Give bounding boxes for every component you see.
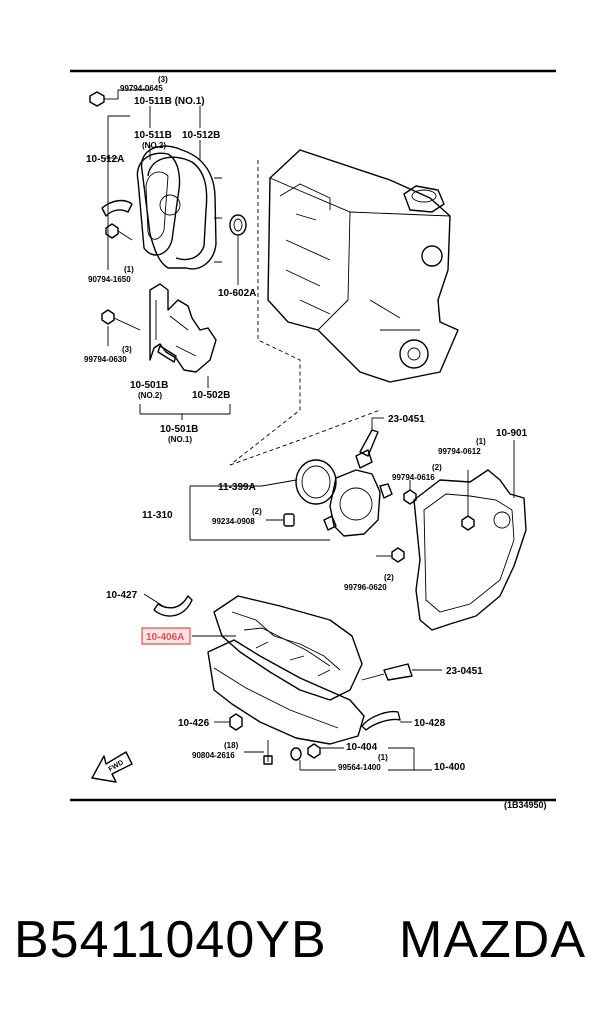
label-99794-0612-qty: (1) bbox=[476, 437, 486, 446]
label-10-501B-no1-sub: (NO.1) bbox=[168, 435, 192, 444]
label-10-602A: 10-602A bbox=[218, 288, 256, 299]
label-99234-0908-qty: (2) bbox=[252, 507, 262, 516]
label-10-512B: 10-512B bbox=[182, 130, 220, 141]
label-99794-0645-qty: (3) bbox=[158, 75, 168, 84]
label-10-502B: 10-502B bbox=[192, 390, 230, 401]
reference-number: (1B34950) bbox=[504, 800, 547, 810]
engine-block bbox=[229, 149, 459, 466]
label-99234-0908: 99234-0908 bbox=[212, 517, 255, 526]
label-99794-0616: 99794-0616 bbox=[392, 473, 435, 482]
label-10-501B-no2-sub: (NO.2) bbox=[138, 391, 162, 400]
label-23-0451-top: 23-0451 bbox=[388, 414, 425, 425]
label-10-511B: 10-511B bbox=[134, 130, 172, 141]
highlight-10-406A bbox=[141, 627, 191, 645]
label-99794-0612: 99794-0612 bbox=[438, 447, 481, 456]
label-99794-0630: 99794-0630 bbox=[84, 355, 127, 364]
label-10-501B-no1: 10-501B bbox=[160, 424, 198, 435]
label-10-511B-no1: 10-511B (NO.1) bbox=[134, 96, 205, 107]
label-10-512A: 10-512A bbox=[86, 154, 124, 165]
label-99796-0620-qty: (2) bbox=[384, 573, 394, 582]
label-10-406A: 10-406A bbox=[146, 632, 184, 643]
label-90794-1650-qty: (1) bbox=[124, 265, 134, 274]
fwd-arrow-icon: FWD bbox=[91, 751, 133, 783]
label-10-428: 10-428 bbox=[414, 718, 446, 729]
oil-pan-group bbox=[143, 593, 442, 771]
end-plate bbox=[413, 440, 527, 631]
label-99796-0620: 99796-0620 bbox=[344, 583, 387, 592]
label-11-399A: 11-399A bbox=[218, 482, 256, 493]
footer-caption: B5411040YB MAZDA bbox=[0, 905, 600, 975]
label-90804-2616-qty: (18) bbox=[224, 741, 239, 750]
label-10-501B-no2: 10-501B bbox=[130, 380, 168, 391]
label-99564-1400: 99564-1400 bbox=[338, 763, 381, 772]
rear-seal-group bbox=[189, 409, 417, 563]
brand-name: MAZDA bbox=[399, 911, 586, 969]
label-10-901: 10-901 bbox=[496, 428, 528, 439]
label-11-310: 11-310 bbox=[142, 510, 173, 521]
part-labels: (3) 99794-0645 10-511B (NO.1) 10-511B (N… bbox=[84, 75, 547, 810]
label-10-426: 10-426 bbox=[178, 718, 210, 729]
part-number: B5411040YB bbox=[14, 911, 327, 969]
label-23-0451: 23-0451 bbox=[446, 666, 483, 677]
label-99794-0616-qty: (2) bbox=[432, 463, 442, 472]
label-99564-1400-qty: (1) bbox=[378, 753, 388, 762]
label-99794-0645: 99794-0645 bbox=[120, 84, 163, 93]
label-10-400: 10-400 bbox=[434, 762, 466, 773]
label-10-511B-no2: (NO.2) bbox=[142, 141, 166, 150]
label-10-427: 10-427 bbox=[106, 590, 138, 601]
label-90794-1650: 90794-1650 bbox=[88, 275, 131, 284]
label-10-404: 10-404 bbox=[346, 742, 378, 753]
label-90804-2616: 90804-2616 bbox=[192, 751, 235, 760]
label-99794-0630-qty: (3) bbox=[122, 345, 132, 354]
timing-cover-group bbox=[89, 89, 247, 420]
